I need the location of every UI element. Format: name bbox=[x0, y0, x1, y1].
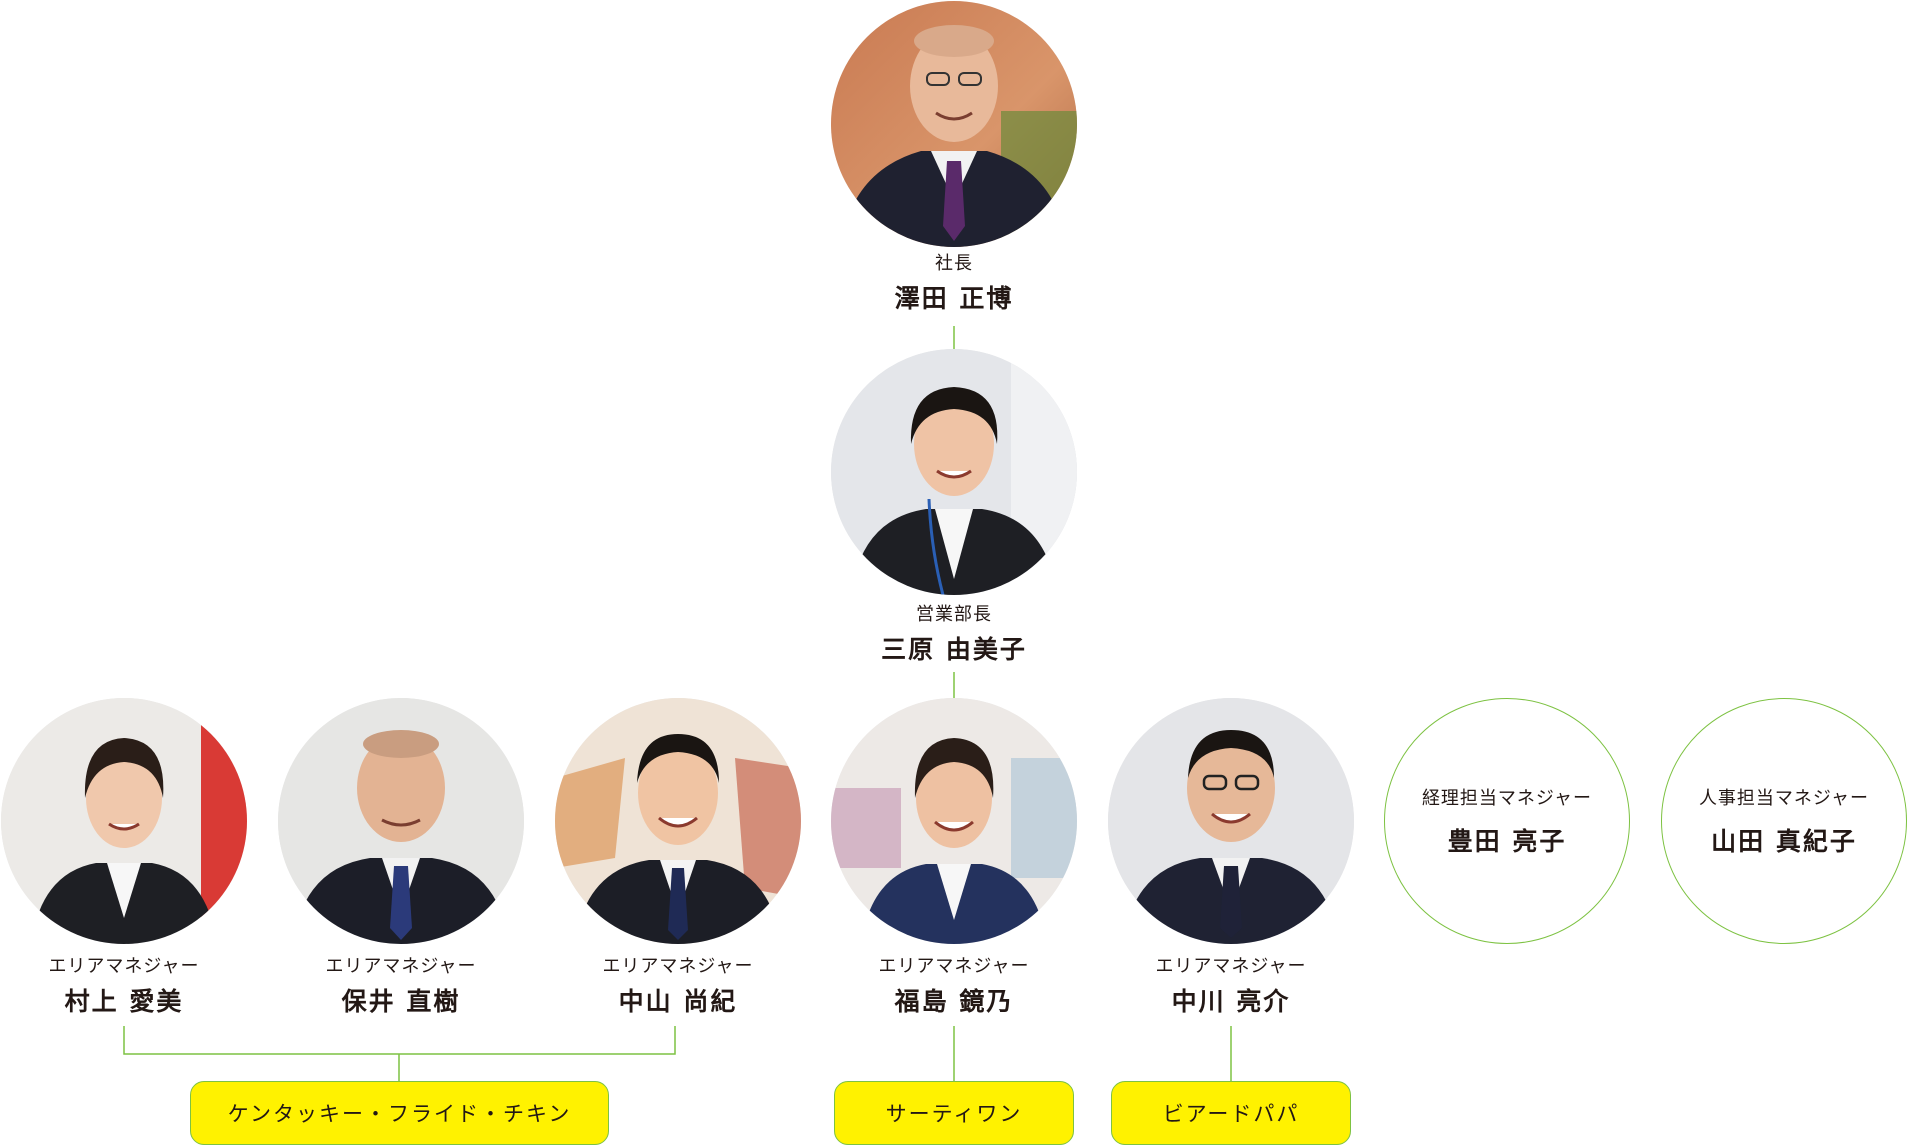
manager-label-murakami: エリアマネジャー 村上 愛美 bbox=[0, 955, 274, 1019]
manager-role: エリアマネジャー bbox=[602, 956, 754, 977]
manager-name: 中川 亮介 bbox=[1171, 987, 1291, 1016]
president-label: 社長 澤田 正博 bbox=[804, 252, 1104, 316]
brand-tag-kfc[interactable]: ケンタッキー・フライド・チキン bbox=[190, 1081, 609, 1145]
sales-head-role: 営業部長 bbox=[916, 604, 992, 625]
manager-portrait-icon bbox=[1108, 698, 1354, 944]
manager-label-nakagawa: エリアマネジャー 中川 亮介 bbox=[1081, 955, 1381, 1019]
manager-name: 村上 愛美 bbox=[64, 987, 184, 1016]
manager-role: エリアマネジャー bbox=[878, 956, 1030, 977]
brand-tag-31[interactable]: サーティワン bbox=[834, 1081, 1074, 1145]
manager-photo-fukushima bbox=[831, 698, 1077, 944]
staff-role: 経理担当マネジャー bbox=[1421, 788, 1593, 809]
manager-role: エリアマネジャー bbox=[48, 956, 200, 977]
manager-portrait-icon bbox=[1, 698, 247, 944]
manager-photo-murakami bbox=[1, 698, 247, 944]
president-name: 澤田 正博 bbox=[894, 284, 1014, 313]
staff-name: 豊田 亮子 bbox=[1447, 827, 1567, 856]
sales-head-photo bbox=[831, 349, 1077, 595]
manager-photo-nakayama bbox=[555, 698, 801, 944]
manager-photo-yasui bbox=[278, 698, 524, 944]
staff-card-accounting: 経理担当マネジャー 豊田 亮子 bbox=[1384, 698, 1630, 944]
manager-photo-nakagawa bbox=[1108, 698, 1354, 944]
staff-card-hr: 人事担当マネジャー 山田 真紀子 bbox=[1661, 698, 1907, 944]
manager-label-fukushima: エリアマネジャー 福島 鏡乃 bbox=[804, 955, 1104, 1019]
sales-head-portrait-icon bbox=[831, 349, 1077, 595]
manager-name: 保井 直樹 bbox=[341, 987, 461, 1016]
manager-name: 中山 尚紀 bbox=[618, 987, 738, 1016]
manager-portrait-icon bbox=[831, 698, 1077, 944]
manager-name: 福島 鏡乃 bbox=[894, 987, 1014, 1016]
manager-label-yasui: エリアマネジャー 保井 直樹 bbox=[251, 955, 551, 1019]
manager-portrait-icon bbox=[555, 698, 801, 944]
manager-role: エリアマネジャー bbox=[325, 956, 477, 977]
manager-role: エリアマネジャー bbox=[1155, 956, 1307, 977]
staff-name: 山田 真紀子 bbox=[1711, 827, 1857, 856]
manager-label-nakayama: エリアマネジャー 中山 尚紀 bbox=[528, 955, 828, 1019]
president-photo bbox=[831, 1, 1077, 247]
president-role: 社長 bbox=[935, 253, 973, 274]
sales-head-label: 営業部長 三原 由美子 bbox=[804, 603, 1104, 667]
brand-tag-beard-papa[interactable]: ビアードパパ bbox=[1111, 1081, 1351, 1145]
sales-head-name: 三原 由美子 bbox=[881, 635, 1027, 664]
manager-portrait-icon bbox=[278, 698, 524, 944]
staff-role: 人事担当マネジャー bbox=[1698, 788, 1870, 809]
president-portrait-icon bbox=[831, 1, 1077, 247]
connector-kfc-group bbox=[123, 1026, 676, 1081]
